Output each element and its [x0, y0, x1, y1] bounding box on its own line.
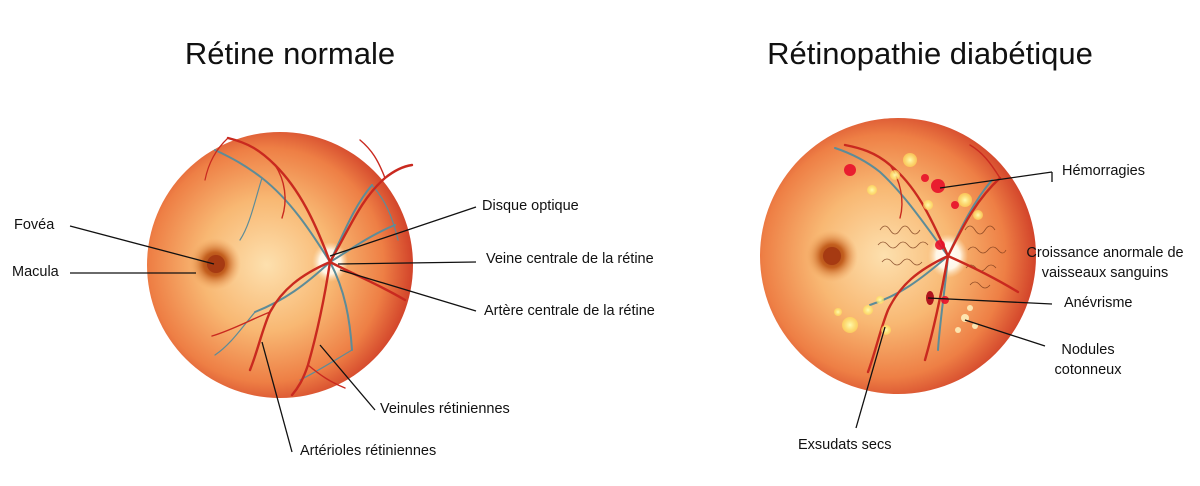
- leader-hemorrhages: [939, 171, 1053, 189]
- label-nodules-line1: Nodules: [1061, 342, 1115, 358]
- label-macula: Macula: [12, 264, 59, 280]
- retina-fundus-diabetic: [760, 118, 1036, 394]
- label-abnormal-vessels-line2: vaisseaux sanguins: [1041, 265, 1169, 281]
- label-nodules: Nodules cotonneux: [1038, 340, 1138, 380]
- label-abnormal-vessels: Croissance anormale de vaisseaux sanguin…: [1014, 243, 1196, 283]
- leader-lines: [69, 171, 1053, 453]
- cotton-wool-spots: [955, 305, 978, 333]
- leader-central-vein: [337, 261, 477, 265]
- leader-central-artery: [339, 269, 477, 312]
- diabetic-retina: [760, 118, 1036, 394]
- label-fovea: Fovéa: [14, 217, 55, 233]
- normal-retina: [147, 132, 414, 398]
- fovea-spot: [207, 255, 225, 273]
- leader-venules: [319, 344, 376, 411]
- title-diabetic-retinopathy: Rétinopathie diabétique: [767, 36, 1093, 71]
- leader-exudates: [855, 326, 886, 429]
- dry-exudates: [834, 153, 983, 335]
- leader-aneurysm: [927, 297, 1053, 305]
- leader-nodules: [964, 319, 1046, 347]
- fovea-spot-diabetic: [823, 247, 841, 265]
- label-arterioles: Artérioles rétiniennes: [300, 443, 437, 459]
- label-hemorrhages: Hémorragies: [1062, 163, 1145, 179]
- hemorrhages: [844, 164, 959, 304]
- leader-fovea: [69, 225, 215, 265]
- retina-fundus-normal: [147, 132, 413, 398]
- label-optic-disc: Disque optique: [482, 198, 579, 214]
- arteries-diabetic: [843, 143, 1020, 374]
- label-central-vein: Veine centrale de la rétine: [486, 251, 654, 267]
- neovascularization: [877, 225, 1007, 289]
- title-normal-retina: Rétine normale: [184, 36, 396, 71]
- leader-arterioles: [261, 341, 293, 453]
- label-venules: Veinules rétiniennes: [380, 401, 510, 417]
- label-dry-exudates: Exsudats secs: [798, 437, 892, 453]
- label-central-artery: Artère centrale de la rétine: [484, 303, 655, 319]
- label-aneurysm: Anévrisme: [1064, 295, 1133, 311]
- arteries-normal: [204, 136, 414, 397]
- leader-optic-disc: [329, 206, 477, 257]
- label-nodules-line2: cotonneux: [1054, 362, 1122, 378]
- label-abnormal-vessels-line1: Croissance anormale de: [1026, 245, 1184, 261]
